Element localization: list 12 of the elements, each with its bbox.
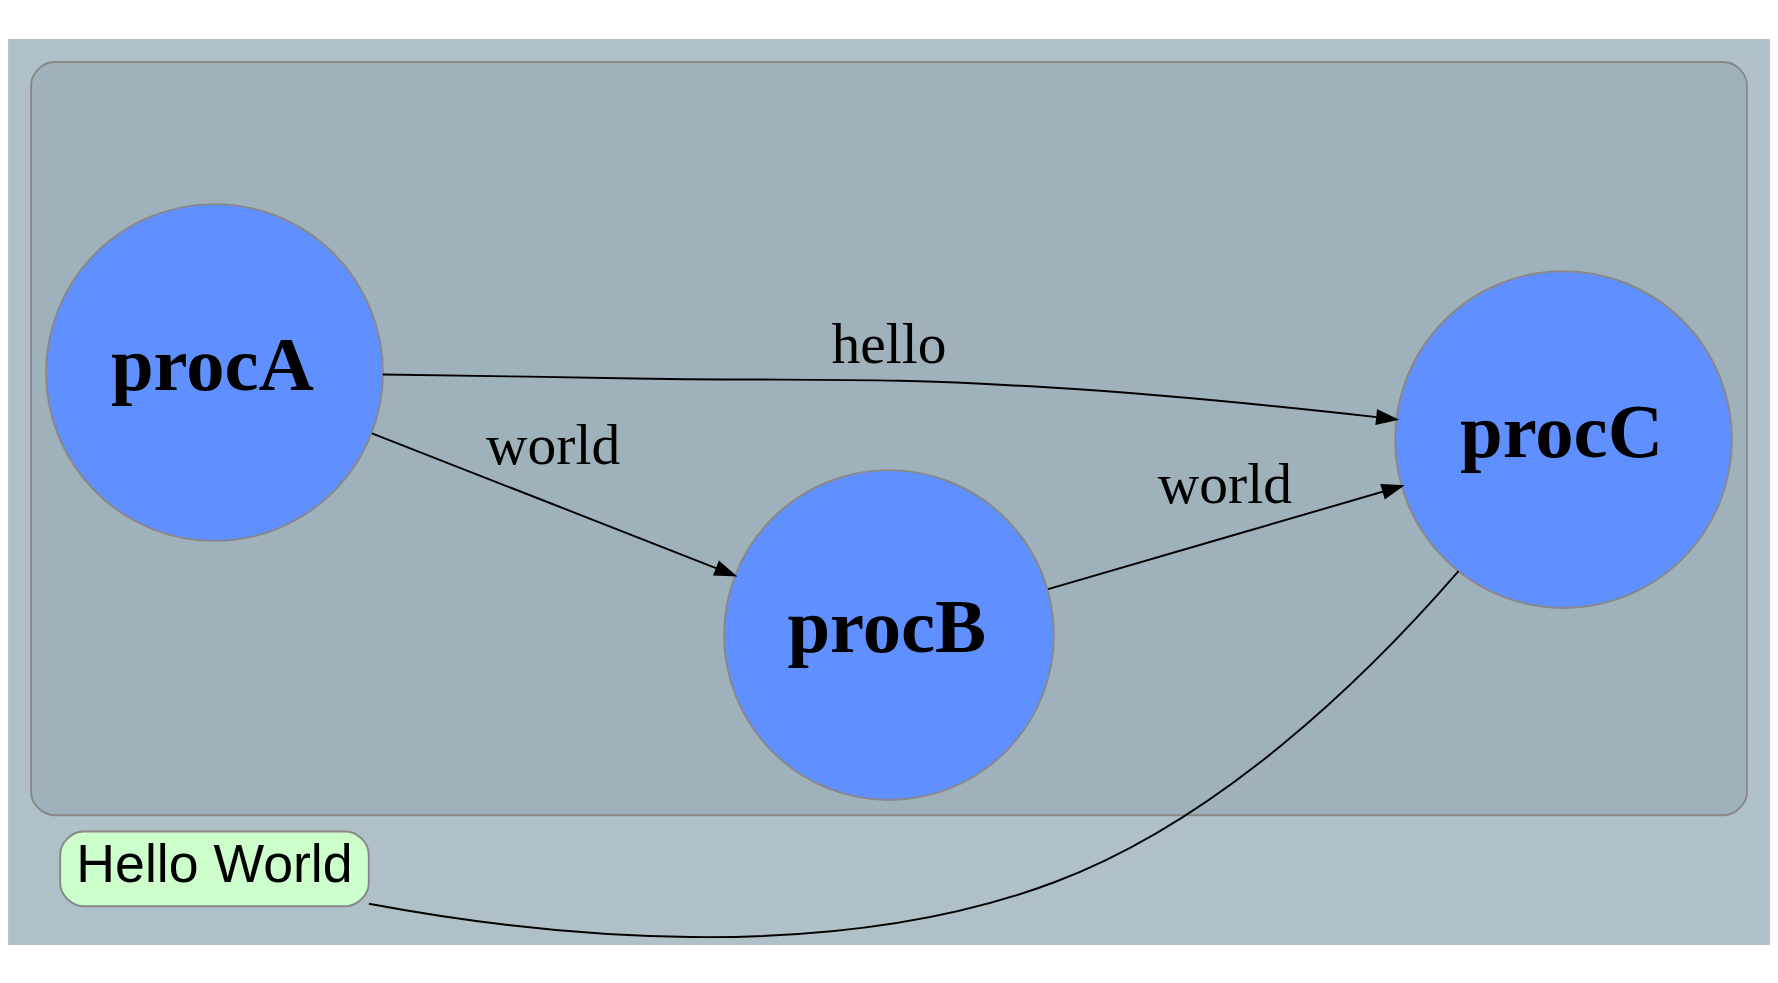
arrow xyxy=(371,431,738,576)
node-circle: procA xyxy=(45,202,384,542)
edge-label: world xyxy=(1157,451,1292,515)
arrow xyxy=(381,373,1400,425)
node-box: Hello World xyxy=(59,830,370,907)
arrow xyxy=(1047,483,1405,590)
connector xyxy=(367,569,1460,938)
node-circle: procB xyxy=(723,468,1055,801)
edge-label: hello xyxy=(831,311,947,375)
cluster xyxy=(30,60,1748,816)
edge-label: world xyxy=(486,412,621,476)
node-circle: procC xyxy=(1394,269,1733,609)
